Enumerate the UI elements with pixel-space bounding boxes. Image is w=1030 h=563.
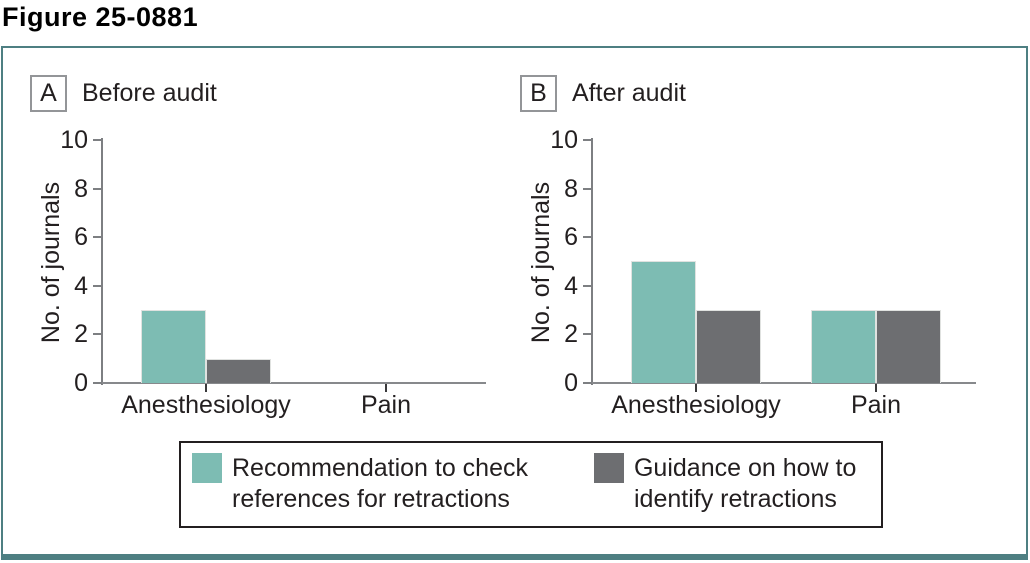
y-axis-tick [93,333,102,336]
bar-guidance-pain [876,310,941,383]
y-axis-tick [93,284,102,287]
x-category-label: Anesthesiology [121,391,291,419]
x-category-label: Pain [850,391,902,419]
y-axis-tick-label: 4 [74,271,88,300]
panel-a-title: Before audit [82,79,217,107]
y-axis-tick-label: 0 [564,369,578,397]
y-axis-title: No. of journals [37,181,65,344]
legend-label-guidance-line2: identify retractions [633,485,837,513]
legend-item-recommendation: Recommendation to check references for r… [192,453,528,515]
y-axis-tick-label: 2 [564,320,578,349]
legend-label-guidance-line1: Guidance on how to [633,454,857,482]
figure-title: Figure 25-0881 [2,2,199,32]
y-axis-tick [583,382,592,384]
y-axis-tick [93,236,102,239]
y-axis-tick [93,139,102,141]
bar-recommendation-pain [811,310,876,383]
y-axis-tick-label: 10 [550,126,578,154]
legend-label-recommendation-line1: Recommendation to check [232,454,528,482]
y-axis-tick [583,333,592,336]
legend-swatch-recommendation [192,453,222,483]
y-axis-tick-label: 0 [74,369,88,397]
y-axis-tick-label: 8 [74,174,88,203]
y-axis-line [101,138,103,385]
panel-b-letter: B [530,79,547,107]
legend-item-guidance: Guidance on how to identify retractions [593,453,856,515]
x-axis-tick [875,384,877,392]
x-axis-tick [205,384,207,392]
x-category-label: Pain [360,391,412,419]
x-axis-line [101,382,486,384]
legend-label-recommendation-line2: references for retractions [232,485,510,513]
y-axis-tick-label: 6 [564,223,578,252]
panel-a-letter-box: A [30,75,67,112]
y-axis-tick [583,139,592,141]
y-axis-tick [583,284,592,287]
panel-a-header: A Before audit [30,75,217,112]
panel-a-letter: A [40,79,57,107]
x-axis-tick [695,384,697,392]
y-axis-line [591,138,593,385]
legend: Recommendation to check references for r… [179,441,883,528]
y-axis-title: No. of journals [527,181,555,344]
legend-label-guidance: Guidance on how to identify retractions [634,453,856,515]
y-axis-tick [93,187,102,190]
legend-swatch-guidance [593,453,624,483]
legend-label-recommendation: Recommendation to check references for r… [232,453,528,515]
y-axis-tick [583,187,592,190]
bar-recommendation-anesthesiology [141,310,206,383]
y-axis-tick-label: 10 [60,126,88,154]
y-axis-tick-label: 4 [564,271,578,300]
y-axis-tick-label: 8 [564,174,578,203]
panel-b-letter-box: B [520,75,557,112]
y-axis-tick-label: 2 [74,320,88,349]
bar-recommendation-anesthesiology [631,261,696,383]
bar-guidance-anesthesiology [696,310,761,383]
y-axis-tick-label: 6 [74,223,88,252]
bar-guidance-anesthesiology [206,359,271,383]
x-axis-line [591,382,976,384]
x-category-label: Anesthesiology [611,391,781,419]
y-axis-tick [93,382,102,384]
panel-b-title: After audit [572,79,686,107]
panel-b-header: B After audit [520,75,686,112]
x-axis-tick [385,384,387,392]
y-axis-tick [583,236,592,239]
